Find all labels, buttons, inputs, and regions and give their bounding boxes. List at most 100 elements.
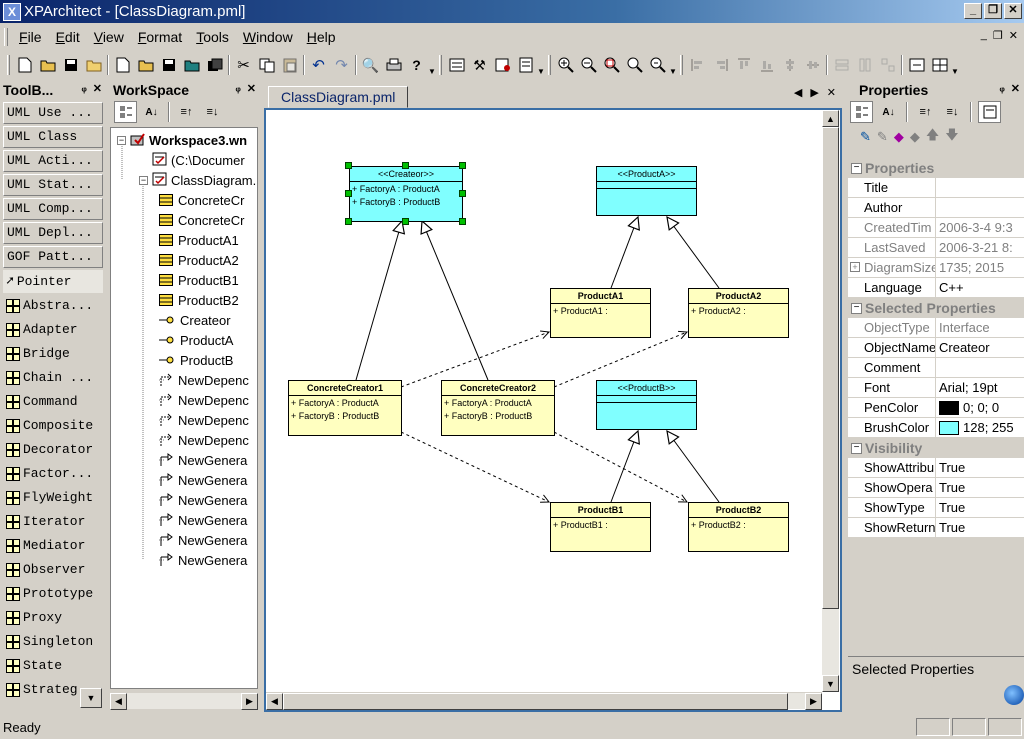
restore-button[interactable]: ❐ [984,3,1002,19]
workspace-tree[interactable]: −Workspace3.wn(C:\Documer−ClassDiagram.p… [110,127,258,689]
align-left-icon[interactable] [686,54,709,76]
toolbox-pattern[interactable]: Strateg [3,678,103,701]
toolbox-pattern[interactable]: Chain ... [3,366,103,389]
toolbox-pattern[interactable]: Adapter [3,318,103,341]
align-right-icon[interactable] [709,54,732,76]
tree-item[interactable]: Createor [159,310,231,330]
dep-concrete2-b2[interactable] [553,431,687,502]
toolbar-dropdown-icon-2[interactable]: ▼ [537,67,545,76]
property-value[interactable]: 128; 255 [936,418,1024,438]
tree-item[interactable]: NewGenera [159,550,247,570]
report-icon[interactable] [514,54,537,76]
clear-tool-icon[interactable]: ✎ [876,129,888,144]
close-doc-icon[interactable] [180,54,203,76]
tab-prev-icon[interactable]: ◀ [793,87,803,99]
selection-handle[interactable] [459,162,466,169]
tree-item[interactable]: ProductA2 [159,250,239,270]
new-file-icon[interactable] [13,54,36,76]
scroll-left-arrow[interactable]: ◀ [110,693,127,710]
save-all-icon[interactable] [203,54,226,76]
tree-item[interactable]: ProductB1 [159,270,239,290]
property-value[interactable]: True [936,478,1024,498]
property-value[interactable] [936,178,1024,198]
selection-handle[interactable] [459,190,466,197]
save-doc-icon[interactable] [157,54,180,76]
tree-item[interactable]: ProductA1 [159,230,239,250]
selection-handle[interactable] [459,218,466,225]
cut-icon[interactable]: ✂ [237,57,250,74]
tree-item[interactable]: (C:\Documer [139,150,245,170]
app-icon[interactable]: X [3,2,21,21]
scroll-right-arrow[interactable]: ▶ [805,693,822,710]
grid-icon[interactable] [928,54,951,76]
sort-alpha-icon[interactable]: A↓ [882,106,895,118]
close-icon[interactable]: ✕ [246,83,256,95]
save-icon[interactable] [59,54,82,76]
sort-up-icon[interactable]: ≡↑ [919,106,932,118]
undo-icon[interactable]: ↶ [312,57,325,74]
menu-grip[interactable] [4,28,8,46]
sort-down-icon[interactable]: ≡↓ [946,106,959,118]
collapse-icon[interactable]: − [851,442,862,454]
tree-item[interactable]: NewGenera [159,530,247,550]
gen-a2-productA[interactable] [667,217,720,289]
close-icon[interactable]: ✕ [92,83,102,95]
menu-tools[interactable]: Tools [196,29,229,45]
mdi-restore-button[interactable]: ❐ [992,30,1003,42]
toolbox-scroll-down[interactable]: ▼ [80,688,102,708]
toolbar-dropdown-icon[interactable]: ▼ [428,67,436,76]
tree-item[interactable]: NewGenera [159,490,247,510]
diagram-canvas[interactable]: <<Createor>>+ FactoryA : ProductA+ Facto… [264,108,842,712]
vscroll-thumb[interactable] [822,127,839,609]
sort-down-icon[interactable]: ≡↓ [206,106,219,118]
property-value[interactable]: Createor [936,338,1024,358]
tree-item[interactable]: −ClassDiagram.p [139,170,257,190]
gen-a1-productA[interactable] [610,217,638,289]
same-height-icon[interactable] [853,54,876,76]
class-productB2[interactable]: ProductB2+ ProductB2 : [688,502,789,552]
scroll-down-arrow[interactable]: ▼ [822,675,839,692]
selection-handle[interactable] [402,218,409,225]
canvas-hscroll[interactable]: ◀ ▶ [266,692,822,710]
gen-concrete2-createor[interactable] [422,221,489,381]
minimize-button[interactable]: _ [964,3,982,19]
pin-icon[interactable]: ᵩ [999,82,1005,94]
toolbox-pattern[interactable]: Decorator [3,438,103,461]
pick-tool-icon[interactable]: ✎ [860,129,871,144]
property-value[interactable]: C++ [936,278,1024,298]
align-center-icon[interactable] [778,54,801,76]
toolbox-category[interactable]: UML Comp... [3,198,103,220]
tab-next-icon[interactable]: ▶ [810,87,819,99]
toolbox-category[interactable]: UML Class [3,126,103,148]
move-down-icon[interactable]: 🡇 [945,127,959,142]
class-productA2[interactable]: ProductA2+ ProductA2 : [688,288,789,338]
generate-code-icon[interactable] [491,54,514,76]
tree-item[interactable]: NewDepenc [159,370,249,390]
property-value[interactable] [936,358,1024,378]
tree-item[interactable]: NewDepenc [159,390,249,410]
close-button[interactable]: ✕ [1004,3,1022,19]
tree-item[interactable]: ProductA [159,330,233,350]
class-productA1[interactable]: ProductA1+ ProductA1 : [550,288,651,338]
new-doc-icon[interactable] [111,54,134,76]
toolbox-pattern[interactable]: Proxy [3,606,103,629]
toolbox-pattern[interactable]: Observer [3,558,103,581]
scroll-left-arrow[interactable]: ◀ [266,693,283,710]
zoom-actual-icon[interactable] [623,54,646,76]
toolbox-pattern[interactable]: Composite [3,414,103,437]
gen-b2-productB[interactable] [667,431,720,503]
sort-alpha-icon[interactable]: A↓ [145,106,158,118]
tree-item[interactable]: NewDepenc [159,410,249,430]
tool-pointer[interactable]: ➚ Pointer [3,270,103,293]
folder-icon[interactable] [82,54,105,76]
same-size-icon[interactable] [876,54,899,76]
property-row[interactable]: Title [848,178,1024,198]
tree-item[interactable]: NewGenera [159,470,247,490]
